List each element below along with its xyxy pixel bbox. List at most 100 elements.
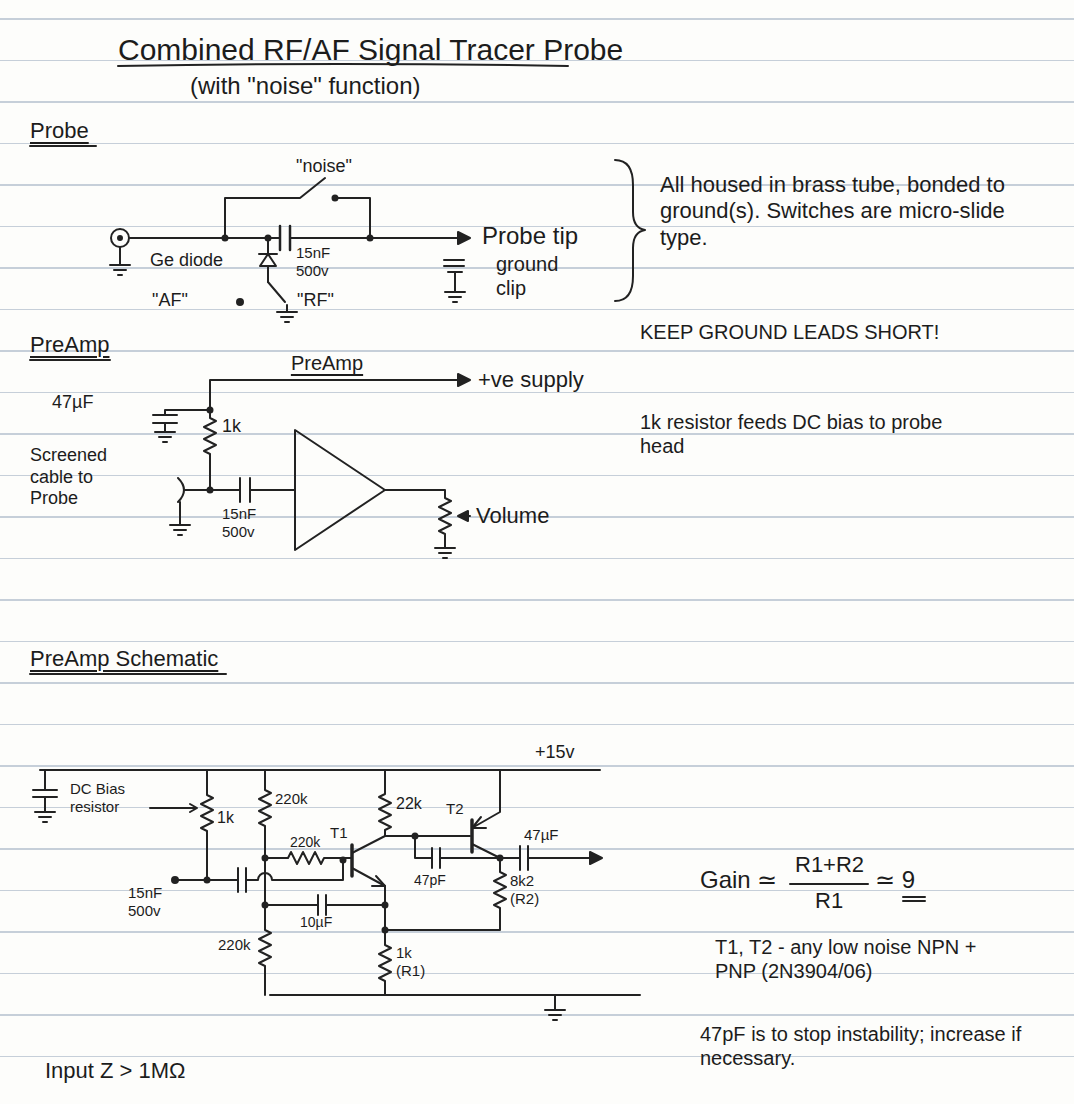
subtitle: (with "noise" function): [190, 72, 420, 101]
wire-line: [223, 236, 228, 241]
part-value: 1k: [222, 416, 241, 438]
part-value: 220k: [275, 790, 313, 808]
triangle-outline: [262, 350, 392, 555]
formula-text: Gain ≃: [700, 866, 777, 895]
wire-line: [615, 160, 645, 301]
wire-line: [237, 299, 243, 305]
wire-line: [265, 895, 385, 915]
formula-text: ≃ 9: [875, 866, 915, 895]
wire-line: [265, 852, 352, 864]
wire-line: [118, 236, 122, 240]
part-value: 47µF: [524, 826, 559, 844]
part-value: 10µF: [300, 914, 332, 931]
wire-line: [352, 868, 391, 995]
transistor-label: T2: [446, 800, 464, 818]
wire-line: [110, 247, 130, 275]
wire-line: [225, 178, 370, 238]
wire-line: [30, 145, 96, 147]
wire-line: [129, 237, 458, 239]
part-value: 47µF: [52, 392, 93, 414]
part-value: 8k2 (R2): [510, 872, 555, 908]
part-value: 15nF 500v: [128, 884, 172, 920]
probe-circuit: [110, 160, 645, 322]
wire-line: [415, 836, 500, 868]
wire-line: [277, 305, 297, 322]
wire-line: [472, 844, 500, 858]
part-value: 15nF 500v: [222, 505, 272, 541]
part-label: Ge diode: [150, 250, 223, 272]
switch-label: "noise": [296, 156, 352, 178]
wire-line: [790, 883, 868, 885]
part-value: 220k: [290, 834, 320, 851]
wire-line: [280, 226, 290, 250]
control-label: Volume: [476, 503, 549, 529]
supply-label: +15v: [535, 742, 575, 764]
wire-line: [500, 846, 590, 870]
part-value: 1k (R1): [396, 944, 436, 980]
wire-line: [170, 502, 190, 535]
formula-text: R1: [815, 888, 843, 914]
wire-line: [472, 770, 500, 828]
part-value: 15nF 500v: [296, 244, 346, 280]
warning-note: KEEP GROUND LEADS SHORT!: [640, 320, 939, 344]
connector-label: Screened cable to Probe: [30, 445, 145, 510]
formula-text: R1+R2: [795, 852, 864, 878]
part-label: ground clip: [496, 252, 576, 300]
wire-line: [385, 858, 506, 930]
section-heading: Probe: [30, 118, 89, 144]
note-text: All housed in brass tube, bonded to grou…: [660, 172, 1045, 251]
diagram-title: Combined RF/AF Signal Tracer Probe: [118, 32, 623, 68]
wire-line: [368, 236, 373, 241]
wire-line: [385, 835, 470, 837]
note-text: T1, T2 - any low noise NPN + PNP (2N3904…: [715, 935, 995, 983]
wire-line: [30, 359, 110, 361]
wire-line: [372, 876, 385, 886]
wire-line: [458, 374, 470, 386]
part-value: 220k: [218, 936, 256, 954]
wire-line: [30, 673, 226, 675]
probe-tip-label: Probe tip: [482, 222, 578, 251]
wire-line: [458, 232, 470, 244]
wire-line: [385, 490, 455, 558]
triangle-outline: [295, 430, 385, 550]
wire-line: [383, 903, 388, 908]
wire-line: [444, 260, 465, 302]
transistor-label: T1: [330, 824, 348, 842]
wire-line: [111, 229, 129, 247]
wire-line: [178, 860, 343, 892]
node-label: PreAmp: [262, 350, 392, 375]
wire-line: [208, 408, 213, 413]
supply-label: +ve supply: [478, 367, 584, 393]
wire-line: [590, 852, 602, 864]
section-heading: PreAmp: [30, 332, 109, 358]
wire-line: [40, 769, 600, 771]
preamp-schematic: [33, 770, 925, 1020]
wire-line: [33, 770, 57, 822]
part-label: DC Bias resistor: [70, 780, 150, 816]
switch-label: "AF": [152, 290, 188, 312]
note-text: 47pF is to stop instability; increase if…: [700, 1022, 1040, 1070]
wire-line: [268, 282, 285, 302]
wire-line: [333, 196, 338, 201]
wire-line: [210, 380, 458, 410]
wire-line: [903, 897, 925, 901]
wire-line: [350, 845, 354, 876]
switch-label: "RF": [297, 290, 334, 312]
wire-line: [458, 511, 468, 521]
wire-line: [153, 410, 210, 442]
wire-line: [352, 770, 391, 853]
wire-line: [470, 820, 474, 852]
note-text: 1k resistor feeds DC bias to probe head: [640, 410, 985, 458]
amplifier-triangle: PreAmp: [262, 350, 392, 555]
wire-line: [259, 238, 277, 282]
part-value: 47pF: [414, 872, 446, 889]
wire-line: [204, 410, 216, 490]
wire-line: [201, 770, 213, 880]
part-value: 1k: [217, 808, 234, 827]
section-heading: PreAmp Schematic: [30, 646, 218, 672]
wire-line: [150, 804, 197, 812]
part-value: 22k: [396, 794, 422, 813]
wire-line: [178, 478, 295, 502]
note-text: Input Z > 1MΩ: [45, 1058, 186, 1084]
